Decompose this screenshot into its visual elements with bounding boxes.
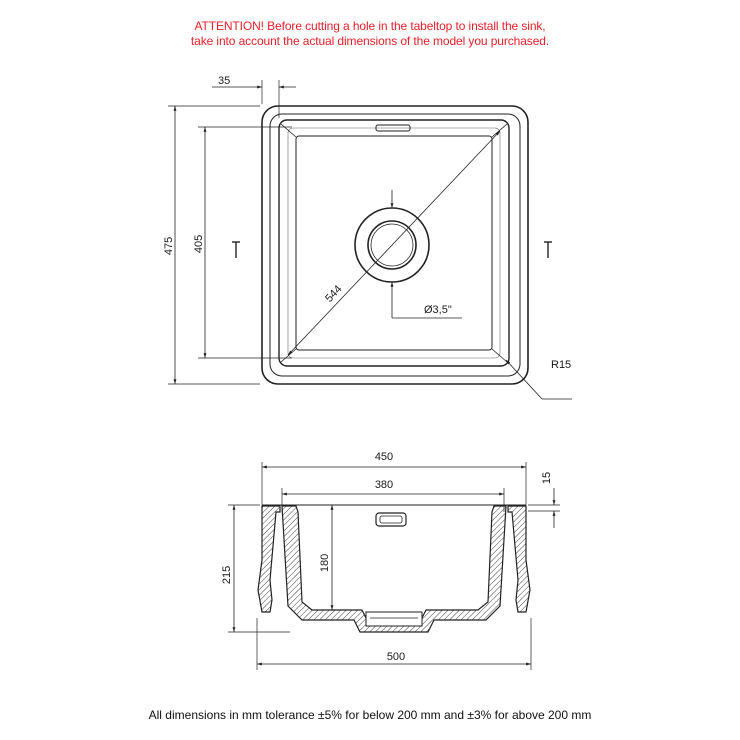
warning-line-2: take into account the actual dimensions … bbox=[190, 34, 550, 48]
dim-544-label: 544 bbox=[323, 283, 344, 305]
top-view bbox=[168, 80, 572, 400]
dim-drain-label: Ø3,5" bbox=[424, 304, 452, 316]
dim-180-label: 180 bbox=[319, 554, 331, 572]
sink-outer-rim bbox=[261, 105, 529, 385]
drain-section bbox=[365, 611, 423, 627]
dim-405-label: 405 bbox=[193, 235, 205, 253]
left-outer-wall bbox=[257, 505, 281, 613]
dim-450-label: 450 bbox=[375, 451, 393, 463]
right-outer-wall bbox=[507, 505, 531, 613]
sink-bowl-outer bbox=[278, 119, 510, 367]
dim-35-label: 35 bbox=[218, 75, 230, 87]
drain-inner-2 bbox=[370, 223, 414, 267]
section-view bbox=[228, 462, 560, 670]
dim-475-label: 475 bbox=[163, 237, 175, 255]
warning-line-1: ATTENTION! Before cutting a hole in the … bbox=[194, 19, 546, 33]
sink-rim-inner-line bbox=[269, 113, 521, 377]
overflow-section bbox=[375, 512, 407, 527]
dim-544-line bbox=[287, 130, 501, 356]
tolerance-note: All dimensions in mm tolerance ±5% for b… bbox=[148, 708, 592, 722]
dim-500-label: 500 bbox=[387, 651, 405, 663]
drain-inner bbox=[367, 220, 417, 270]
dim-15-label: 15 bbox=[541, 472, 553, 484]
bowl-section bbox=[281, 505, 507, 633]
dim-215-label: 215 bbox=[221, 566, 233, 584]
dim-r15-label: R15 bbox=[551, 359, 571, 371]
dim-380-label: 380 bbox=[375, 479, 393, 491]
